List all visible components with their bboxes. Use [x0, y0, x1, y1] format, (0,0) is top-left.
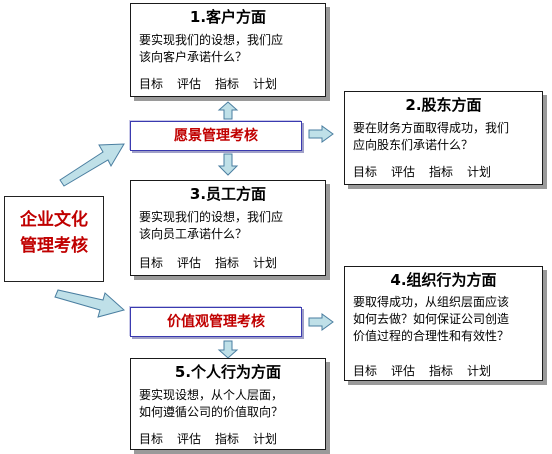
arrow-right-to-organization	[308, 313, 334, 331]
arrow-right-to-shareholder	[308, 125, 334, 143]
card-title: 5.个人行为方面	[174, 363, 282, 381]
item-goal: 目标	[139, 432, 164, 446]
item-evaluation: 评估	[391, 165, 416, 179]
card-shareholder: 2.股东方面 要在财务方面取得成功，我们 应向股东们承诺什么？ 目标 评估 指标…	[344, 91, 543, 185]
values-management-box: 价值观管理考核	[130, 307, 302, 337]
arrow-down-to-employee	[217, 153, 239, 176]
card-question: 要在财务方面取得成功，我们 应向股东们承诺什么？	[353, 121, 510, 152]
card-items: 目标 评估 指标 计划	[353, 363, 491, 379]
card-title: 1.客户方面	[189, 8, 267, 26]
card-items: 目标 评估 指标 计划	[353, 164, 491, 180]
item-evaluation: 评估	[177, 432, 202, 446]
vision-management-label: 愿景管理考核	[174, 128, 258, 144]
values-management-label: 价值观管理考核	[167, 314, 265, 330]
arrow-down-to-personal	[217, 340, 239, 359]
item-plan: 计划	[253, 77, 278, 91]
item-goal: 目标	[353, 364, 378, 378]
item-indicator: 指标	[215, 77, 240, 91]
culture-management-box: 企业文化 管理考核	[4, 196, 104, 282]
card-title: 2.股东方面	[405, 96, 482, 114]
item-evaluation: 评估	[391, 364, 416, 378]
arrow-up-to-customer	[217, 101, 239, 120]
card-items: 目标 评估 指标 计划	[139, 255, 277, 271]
item-goal: 目标	[139, 77, 164, 91]
card-question: 要实现我们的设想，我们应 该向客户承诺什么？	[139, 33, 284, 64]
card-items: 目标 评估 指标 计划	[139, 76, 277, 92]
card-organization: 4.组织行为方面 要取得成功，从组织层面应该 如何去做？如何保证公司创造 价值过…	[344, 266, 543, 381]
card-title: 4.组织行为方面	[390, 271, 497, 289]
item-goal: 目标	[139, 256, 164, 270]
culture-line-2: 管理考核	[20, 236, 88, 256]
item-evaluation: 评估	[177, 256, 202, 270]
item-plan: 计划	[467, 165, 492, 179]
card-items: 目标 评估 指标 计划	[139, 431, 277, 447]
item-goal: 目标	[353, 165, 378, 179]
card-question: 要实现我们的设想，我们应 该向员工承诺什么？	[139, 210, 284, 241]
item-indicator: 指标	[429, 364, 454, 378]
card-customer: 1.客户方面 要实现我们的设想，我们应 该向客户承诺什么？ 目标 评估 指标 计…	[130, 3, 326, 97]
item-plan: 计划	[467, 364, 492, 378]
card-employee: 3.员工方面 要实现我们的设想，我们应 该向员工承诺什么？ 目标 评估 指标 计…	[130, 180, 326, 276]
vision-management-box: 愿景管理考核	[130, 121, 302, 151]
item-plan: 计划	[253, 256, 278, 270]
item-plan: 计划	[253, 432, 278, 446]
item-indicator: 指标	[215, 256, 240, 270]
card-question: 要实现设想，从个人层面， 如何遵循公司的价值取向？	[139, 388, 284, 419]
culture-line-1: 企业文化	[20, 210, 88, 230]
card-question: 要取得成功，从组织层面应该 如何去做？如何保证公司创造 价值过程的合理性和有效性…	[353, 295, 510, 343]
arrow-culture-to-values	[54, 289, 126, 318]
item-evaluation: 评估	[177, 77, 202, 91]
card-title: 3.员工方面	[189, 185, 267, 203]
item-indicator: 指标	[215, 432, 240, 446]
item-indicator: 指标	[429, 165, 454, 179]
arrow-culture-to-vision	[59, 143, 125, 187]
card-personal: 5.个人行为方面 要实现设想，从个人层面， 如何遵循公司的价值取向？ 目标 评估…	[130, 358, 326, 450]
